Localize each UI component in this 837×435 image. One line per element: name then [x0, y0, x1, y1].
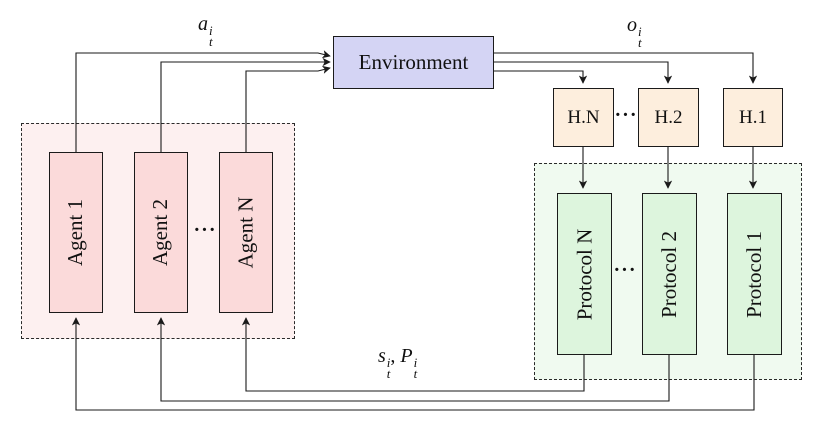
protocol-2-box: Protocol 2: [642, 193, 697, 355]
math-comma: ,: [390, 345, 396, 367]
state-base: s: [378, 345, 386, 367]
agent-N-box: Agent N: [219, 152, 273, 313]
handlers-ellipsis: ···: [614, 104, 638, 126]
handler-1-box: H.1: [723, 88, 783, 147]
agent-1-label: Agent 1: [63, 198, 88, 267]
handler-2-box: H.2: [638, 88, 699, 147]
agent-2-label: Agent 2: [148, 198, 173, 267]
handler-N-label: H.N: [567, 106, 600, 128]
protocol-N-box: Protocol N: [557, 193, 612, 355]
protocol-2-label: Protocol 2: [657, 230, 682, 318]
environment-box: Environment: [333, 36, 494, 89]
handler-2-label: H.2: [654, 106, 683, 128]
protocols-ellipsis: ···: [613, 259, 637, 281]
arrow-env-to-h2: [494, 61, 673, 84]
handler-1-label: H.1: [739, 106, 767, 128]
environment-label: Environment: [358, 50, 469, 74]
agents-ellipsis: ···: [193, 219, 217, 241]
protocol-1-label: Protocol 1: [742, 230, 767, 318]
protocol-N-label: Protocol N: [572, 228, 597, 320]
observation-base: o: [627, 14, 637, 36]
agent-1-box: Agent 1: [49, 152, 103, 313]
protocol-msg-base: P: [400, 345, 413, 367]
agent-N-label: Agent N: [233, 196, 258, 269]
handler-N-box: H.N: [553, 88, 614, 147]
arrow-env-to-h1: [494, 52, 758, 84]
agent-2-box: Agent 2: [134, 152, 188, 313]
arrow-env-to-hN: [494, 70, 588, 84]
action-base: a: [198, 13, 208, 35]
protocol-1-box: Protocol 1: [727, 193, 782, 355]
